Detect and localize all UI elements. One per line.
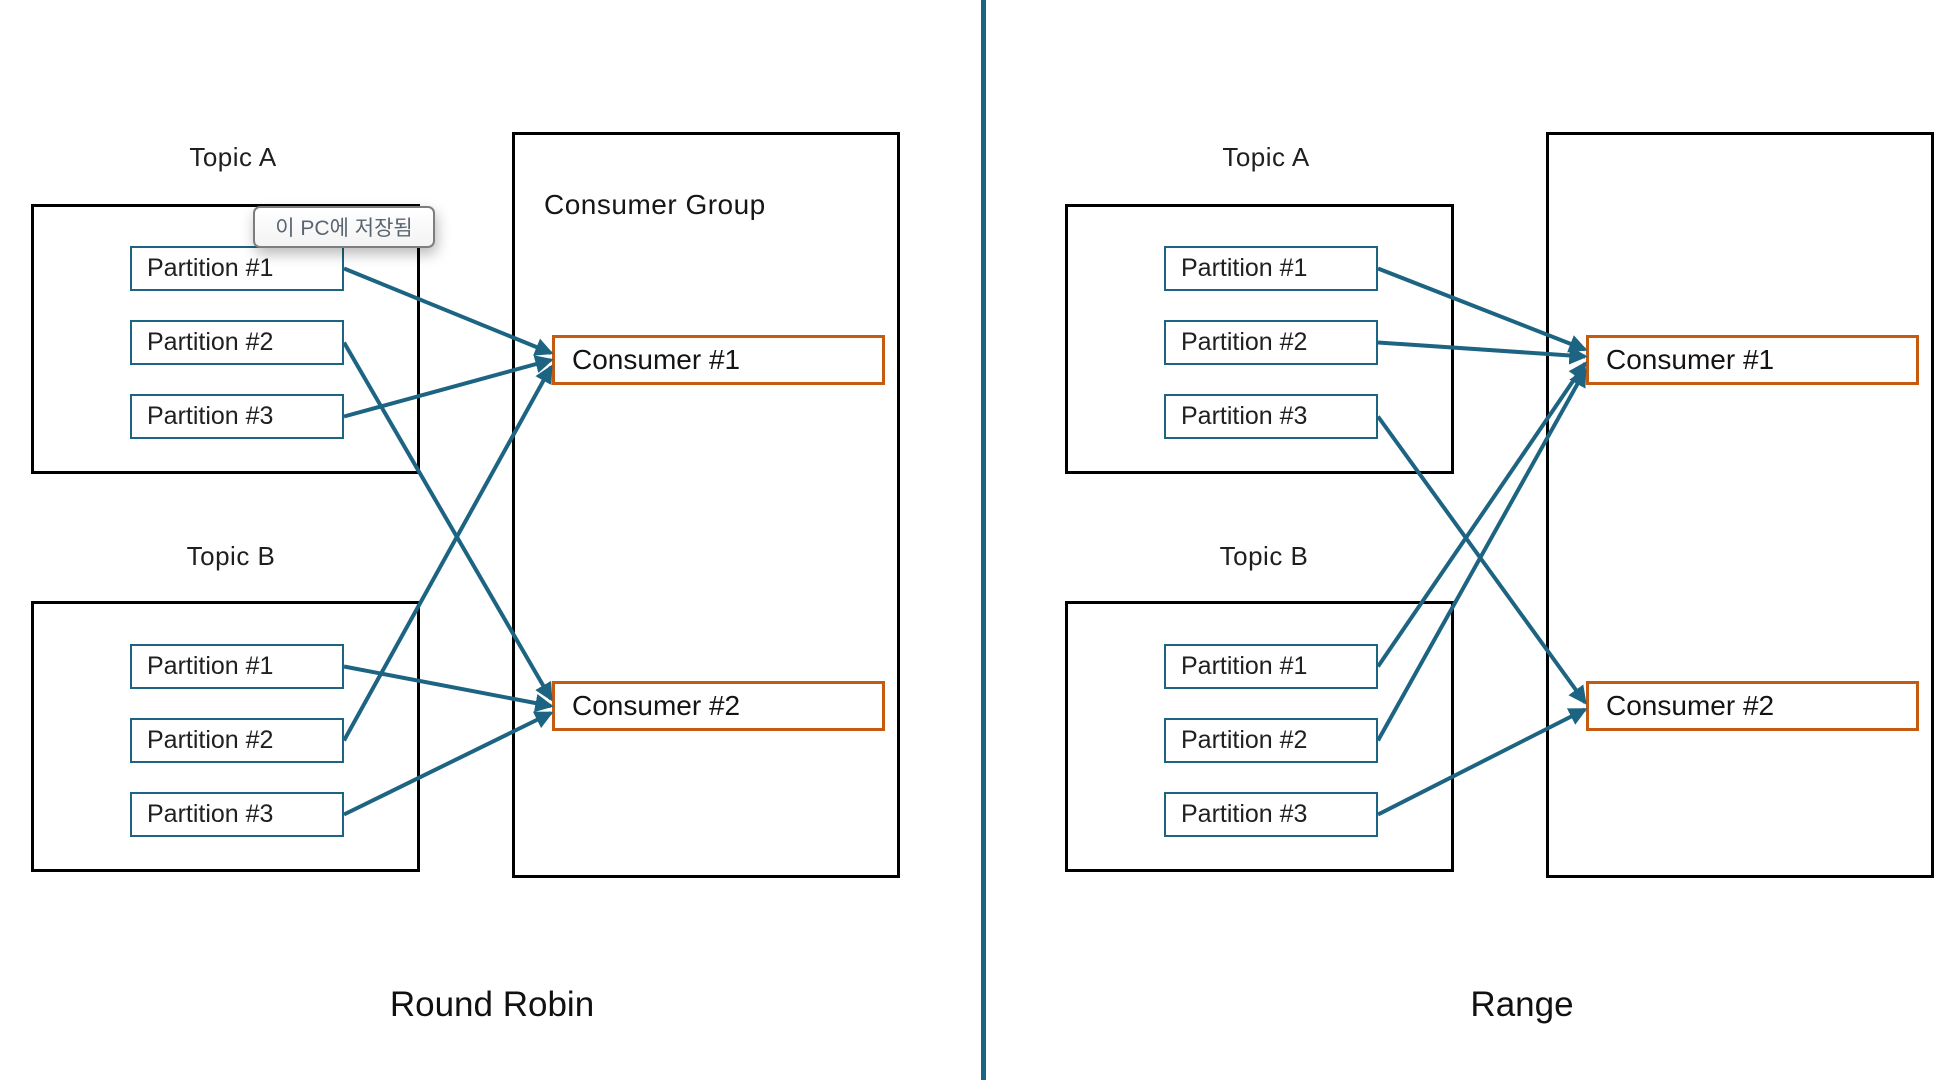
- consumer-box: Consumer #1: [1586, 335, 1919, 385]
- partition-label: Partition #2: [1181, 328, 1308, 356]
- partition-box: Partition #2: [130, 320, 344, 365]
- right-consumer-group-box: [1546, 132, 1934, 878]
- partition-label: Partition #1: [1181, 652, 1308, 680]
- partition-box: Partition #2: [130, 718, 344, 763]
- partition-box: Partition #3: [130, 792, 344, 837]
- partition-box: Partition #3: [1164, 394, 1378, 439]
- partition-box: Partition #3: [130, 394, 344, 439]
- partition-label: Partition #2: [147, 726, 274, 754]
- consumer-box: Consumer #2: [552, 681, 885, 731]
- round-robin-title: Round Robin: [389, 985, 595, 1024]
- partition-label: Partition #3: [147, 402, 274, 430]
- partition-label: Partition #2: [1181, 726, 1308, 754]
- consumer-label: Consumer #1: [572, 344, 741, 375]
- partition-label: Partition #3: [1181, 402, 1308, 430]
- partition-box: Partition #1: [1164, 246, 1378, 291]
- partition-box: Partition #2: [1164, 320, 1378, 365]
- partition-label: Partition #1: [1181, 254, 1308, 282]
- consumer-label: Consumer #2: [572, 690, 741, 721]
- consumer-group-label: Consumer Group: [544, 189, 766, 220]
- consumer-box: Consumer #1: [552, 335, 885, 385]
- partition-label: Partition #3: [1181, 800, 1308, 828]
- left-consumer-group-box: [512, 132, 900, 878]
- consumer-label: Consumer #1: [1606, 344, 1775, 375]
- saved-to-pc-tooltip: 이 PC에 저장됨: [253, 206, 435, 248]
- partition-label: Partition #2: [147, 328, 274, 356]
- partition-box: Partition #3: [1164, 792, 1378, 837]
- left-topic-a-label: Topic A: [189, 142, 277, 172]
- partition-box: Partition #2: [1164, 718, 1378, 763]
- partition-box: Partition #1: [130, 246, 344, 291]
- consumer-box: Consumer #2: [1586, 681, 1919, 731]
- partition-box: Partition #1: [1164, 644, 1378, 689]
- partition-label: Partition #3: [147, 800, 274, 828]
- right-topic-b-label: Topic B: [1219, 541, 1309, 571]
- partition-label: Partition #1: [147, 254, 274, 282]
- range-title: Range: [1470, 985, 1574, 1024]
- tooltip-text: 이 PC에 저장됨: [275, 217, 413, 240]
- partition-box: Partition #1: [130, 644, 344, 689]
- left-topic-b-label: Topic B: [186, 541, 276, 571]
- consumer-label: Consumer #2: [1606, 690, 1775, 721]
- panel-divider-line: [981, 0, 986, 1080]
- partition-label: Partition #1: [147, 652, 274, 680]
- right-topic-a-label: Topic A: [1222, 142, 1310, 172]
